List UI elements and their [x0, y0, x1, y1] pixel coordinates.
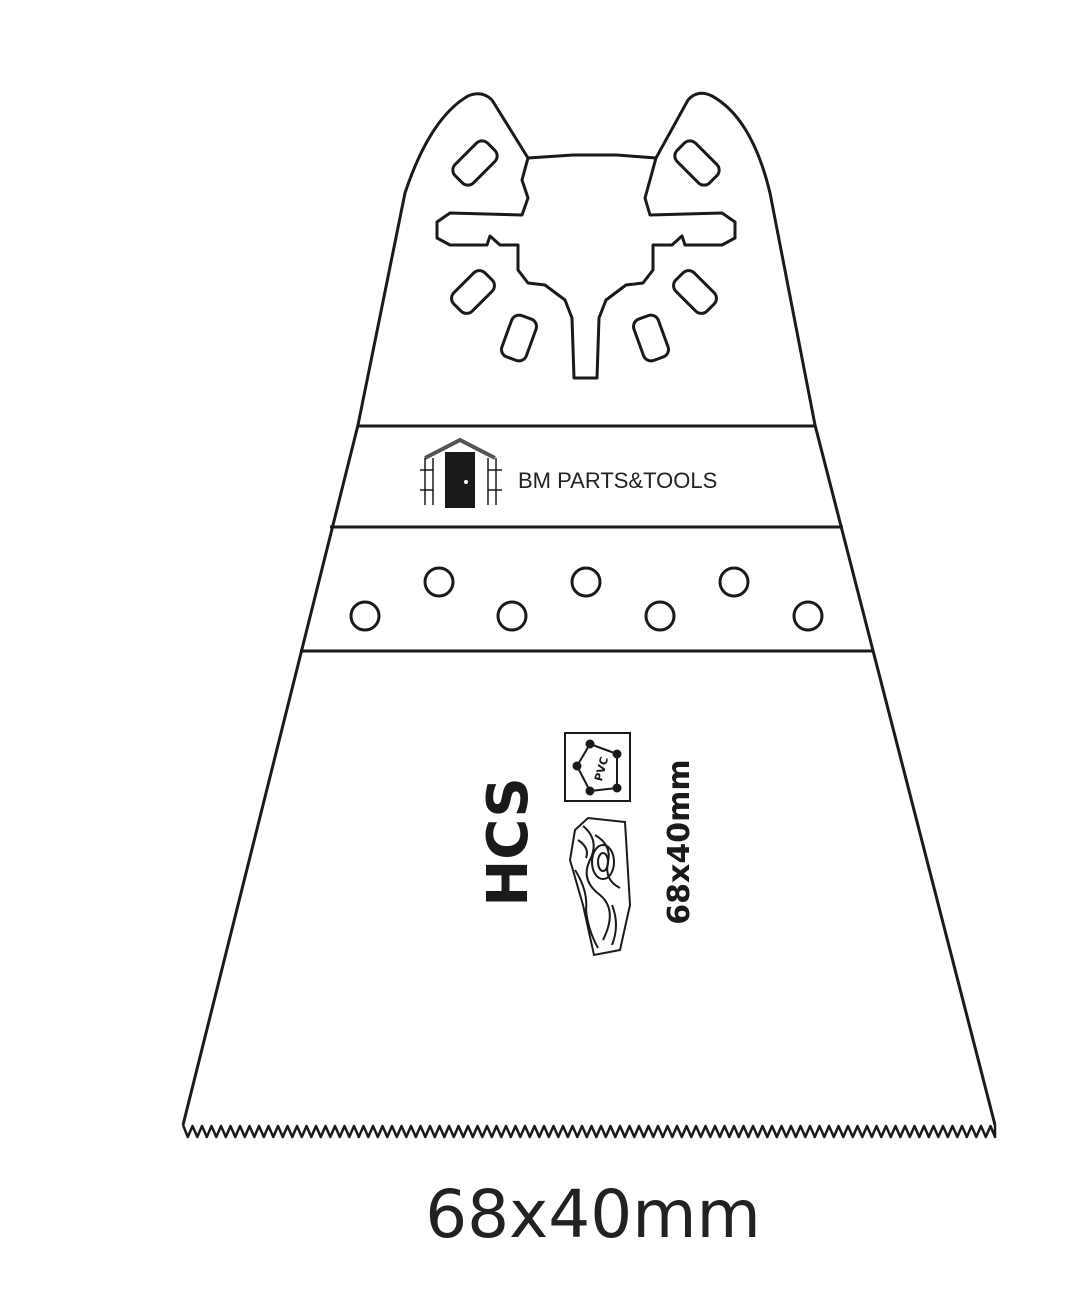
- brand-name: BM PARTS&TOOLS: [518, 468, 717, 493]
- blade-hole: [718, 566, 750, 598]
- pvc-badge-icon: PVC: [564, 732, 631, 802]
- blade-hole: [423, 566, 455, 598]
- mount-cutout: [435, 139, 737, 380]
- dimension-label: 68x40mm: [425, 1176, 761, 1253]
- blade-outline: [181, 91, 997, 1126]
- blade-hole: [792, 600, 824, 632]
- material-label: HCS: [476, 777, 541, 906]
- blade-hole: [349, 600, 381, 632]
- house-door-logo-icon: [420, 437, 502, 508]
- blade-holes: [349, 566, 824, 632]
- side-size-label: 68x40mm: [662, 759, 697, 924]
- wood-grain-icon: [568, 816, 632, 957]
- blade-hole: [496, 600, 528, 632]
- pvc-badge-text: PVC: [592, 756, 611, 783]
- blade-hole: [644, 600, 676, 632]
- blade-hole: [570, 566, 602, 598]
- blade-teeth: [181, 1124, 997, 1139]
